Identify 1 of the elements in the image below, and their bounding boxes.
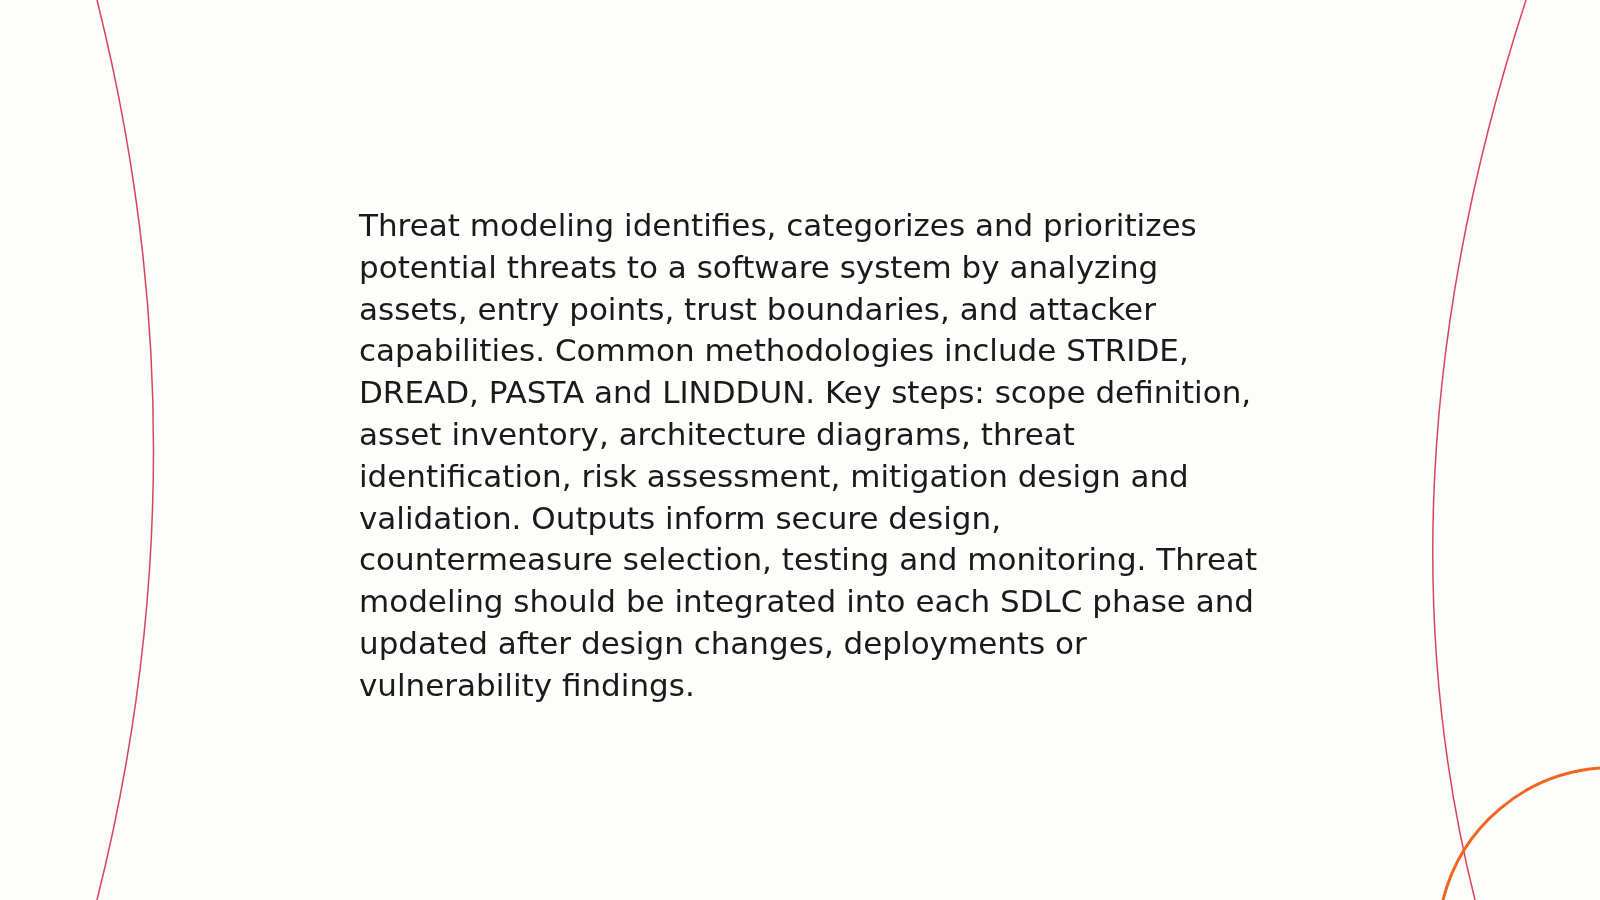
paragraph: Threat modeling identifies, categorizes and prioritizes potential threats to a software system by analyzing assets, entry points, trust boundaries, and attacker capabilities. Common methodologies include STRIDE, DREAD, PASTA and LINDDUN. Key steps: scope definition, asset inventory, architecture diagrams, threat identification, risk assessment, mitigation design and validation. Outputs inform secure design, countermeasure selection, testing and monitoring. Threat modeling should be integrated into each SDLC phase and updated after design changes, deployments or vulnerability findings. [359, 206, 1259, 705]
